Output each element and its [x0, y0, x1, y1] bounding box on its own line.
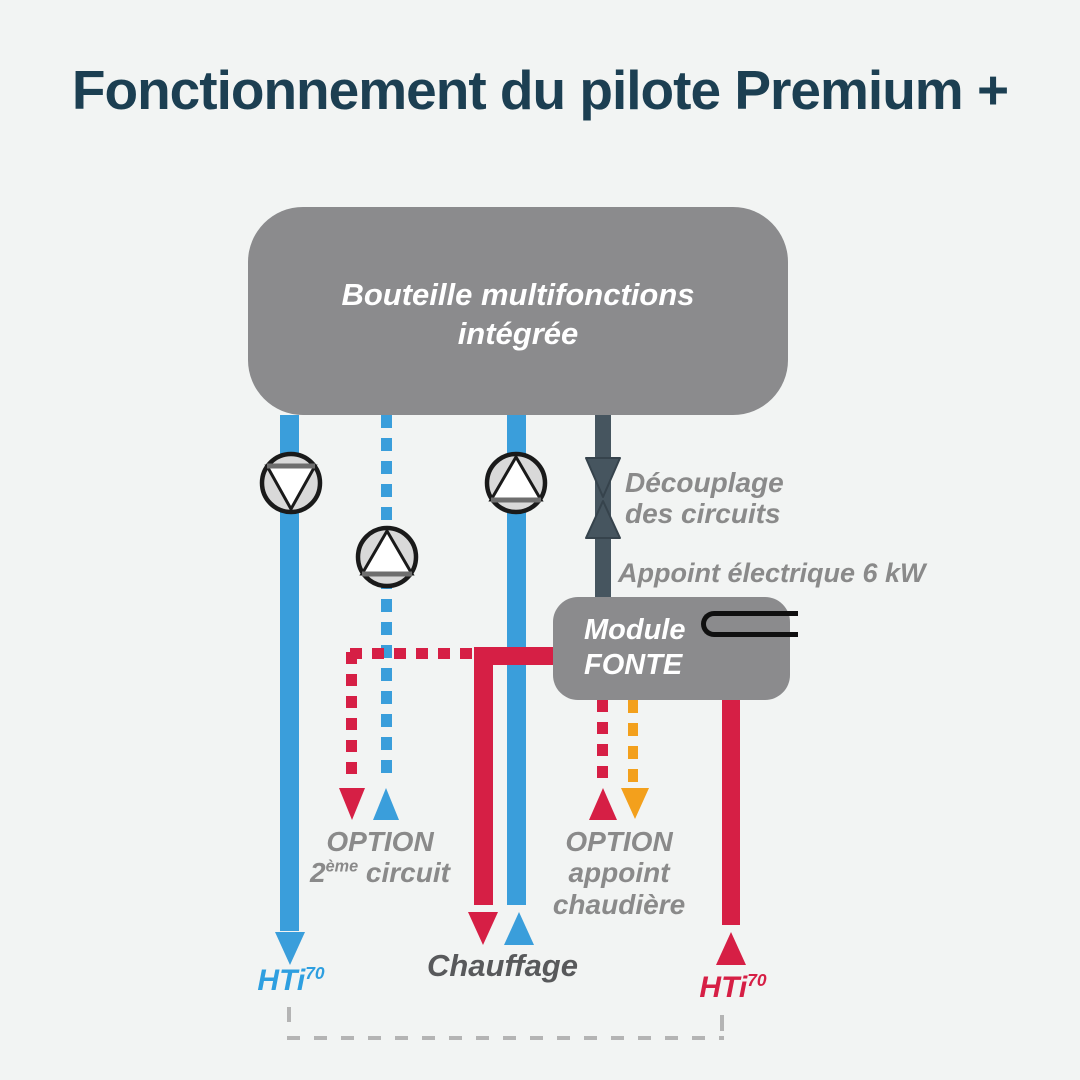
page-title: Fonctionnement du pilote Premium + [71, 59, 1009, 121]
module-label-line2: FONTE [584, 648, 683, 681]
pipe-red-dashed-vertical-option [346, 652, 357, 784]
arrow-up-blue-icon [373, 788, 399, 820]
tank-label-line2: intégrée [457, 316, 579, 351]
pipe-red-dashed-horizontal-option [350, 648, 474, 659]
pump-up-icon [484, 451, 548, 515]
option-boiler-line3: chaudière [552, 888, 686, 920]
arrow-down-red-icon [339, 788, 365, 820]
option-second-circuit-line2: 2ème circuit [310, 857, 450, 889]
pipe-orange-dashed-boiler-option [628, 700, 638, 784]
heating-label: Chauffage [426, 948, 578, 983]
pipe-red-supply-heating [474, 647, 493, 905]
option-title: OPTION [565, 826, 673, 857]
decoupling-valve-icon [585, 457, 621, 539]
dashed-bracket-left [287, 1007, 291, 1022]
electric-backup-label: Appoint électrique 6 kW [618, 558, 926, 588]
arrow-up-red-icon [716, 932, 746, 965]
option-second-circuit-label: OPTION 2ème circuit [295, 826, 465, 889]
pipe-blue-supply-left [280, 415, 299, 931]
decoupling-label-line1: Découplage [625, 467, 784, 498]
option-boiler-line2: appoint [568, 857, 670, 889]
option-boiler-backup-label: OPTION appoint chaudière [540, 826, 698, 920]
electric-heating-element-icon [701, 611, 798, 637]
module-label-line1: Module [584, 614, 686, 646]
decoupling-label-line2: des circuits [625, 497, 781, 529]
tank-label-line1: Bouteille multifonctions [341, 277, 695, 313]
arrow-up-blue-icon [504, 912, 534, 945]
arrow-down-red-icon [468, 912, 498, 945]
decoupling-label: Découplage des circuits [625, 467, 784, 530]
pipe-red-return-right [722, 698, 740, 925]
arrow-down-blue-icon [275, 932, 305, 965]
dashed-bracket-horizontal [287, 1036, 724, 1040]
multifunction-tank: Bouteille multifonctions intégrée [248, 207, 788, 415]
dashed-bracket-right [720, 1015, 724, 1031]
pipe-red-dashed-boiler-option [597, 700, 608, 784]
option-title: OPTION [326, 826, 434, 857]
pipe-blue-dashed-option [381, 415, 392, 783]
hti70-label-red: HTi70 [699, 970, 767, 1004]
pump-up-icon [355, 525, 419, 589]
arrow-up-red-icon [589, 788, 617, 820]
pipe-red-horizontal-module [474, 647, 564, 665]
pump-down-icon [259, 451, 323, 515]
hti70-label-blue: HTi70 [257, 963, 325, 997]
arrow-down-orange-icon [621, 788, 649, 819]
